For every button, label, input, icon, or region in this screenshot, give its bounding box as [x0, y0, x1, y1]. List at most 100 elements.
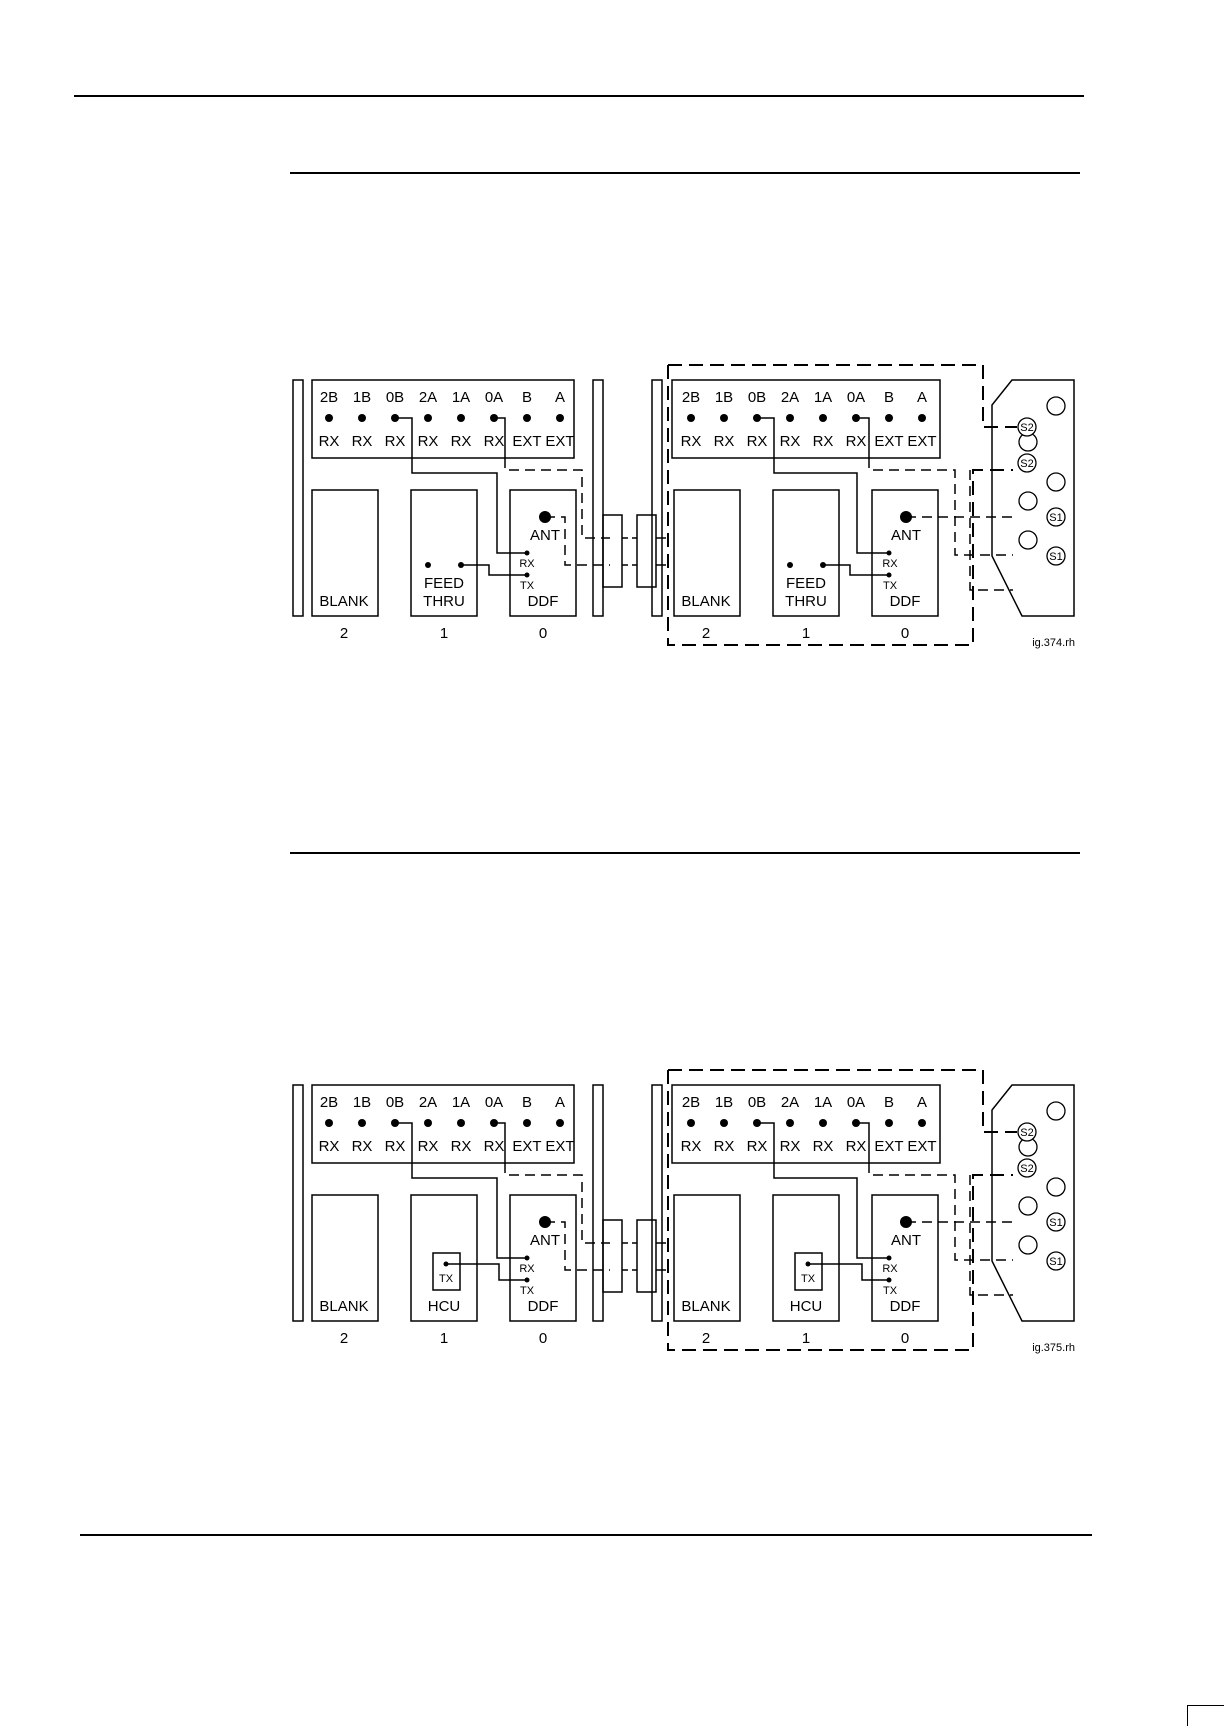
svg-text:RX: RX	[484, 433, 505, 450]
hcu-tx-box	[432, 1252, 461, 1291]
svg-text:1B: 1B	[353, 389, 371, 406]
svg-text:EXT: EXT	[907, 433, 936, 450]
svg-text:1A: 1A	[814, 1094, 832, 1111]
svg-text:S2: S2	[1020, 1163, 1033, 1175]
svg-text:0B: 0B	[748, 389, 766, 406]
svg-text:RX: RX	[813, 1138, 834, 1155]
slot-hcu	[772, 1194, 840, 1322]
port-1a: 1A RX	[451, 1094, 472, 1155]
svg-text:RX: RX	[846, 433, 867, 450]
svg-text:RX: RX	[519, 558, 535, 570]
rx-wire	[395, 1122, 527, 1259]
svg-text:S2: S2	[1020, 1127, 1033, 1139]
svg-text:1A: 1A	[452, 389, 470, 406]
port-dot	[918, 414, 926, 422]
svg-text:FEED: FEED	[424, 575, 464, 592]
svg-text:RX: RX	[484, 1138, 505, 1155]
dashed-enclosure	[668, 1069, 1017, 1133]
port-1a: 1A RX	[813, 1094, 834, 1155]
svg-text:2B: 2B	[320, 1094, 338, 1111]
svg-text:A: A	[917, 389, 927, 406]
figure-reference: ig.374.rh	[1032, 637, 1075, 649]
tx-wire	[461, 564, 527, 576]
svg-text:EXT: EXT	[545, 1138, 574, 1155]
interconnect-block	[636, 1219, 657, 1293]
port-dot	[819, 414, 827, 422]
svg-text:S1: S1	[1049, 512, 1062, 524]
svg-text:TX: TX	[520, 1285, 535, 1297]
connector-s1: S1	[1046, 1251, 1066, 1271]
svg-text:0A: 0A	[847, 1094, 865, 1111]
svg-text:RX: RX	[385, 433, 406, 450]
slot-blank	[311, 1194, 379, 1322]
slot-blank	[311, 489, 379, 617]
port-dot	[687, 414, 695, 422]
svg-text:DDF: DDF	[528, 593, 559, 610]
svg-text:B: B	[522, 389, 532, 406]
svg-text:DDF: DDF	[528, 1298, 559, 1315]
port-dot	[523, 414, 531, 422]
slot-hcu	[410, 1194, 478, 1322]
svg-text:FEED: FEED	[786, 575, 826, 592]
div-wire	[494, 417, 506, 458]
connector-s2: S2	[1017, 1158, 1037, 1178]
slot-number: 0	[901, 625, 909, 642]
svg-text:S1: S1	[1049, 551, 1062, 563]
svg-text:2A: 2A	[781, 1094, 799, 1111]
slot-number: 2	[702, 625, 710, 642]
connector-s2: S2	[1017, 417, 1037, 437]
svg-text:2A: 2A	[781, 389, 799, 406]
cabinet-frame-left	[292, 379, 304, 617]
svg-text:1B: 1B	[715, 1094, 733, 1111]
external-connector-panel: S2 S2 S1 S1	[991, 379, 1075, 617]
rx-wire	[395, 417, 527, 554]
svg-text:RX: RX	[714, 1138, 735, 1155]
svg-text:THRU: THRU	[423, 593, 465, 610]
svg-text:0B: 0B	[386, 389, 404, 406]
interconnect-block	[602, 1219, 623, 1293]
svg-text:EXT: EXT	[907, 1138, 936, 1155]
rx-wire	[757, 1122, 889, 1259]
interconnect-block	[602, 514, 623, 588]
cabinet-frame-right	[592, 1084, 604, 1322]
port-dot	[786, 1119, 794, 1127]
svg-text:ANT: ANT	[530, 527, 560, 544]
svg-text:RX: RX	[451, 1138, 472, 1155]
ant-cable	[545, 516, 610, 566]
cabinet-frame-left	[292, 1084, 304, 1322]
svg-text:B: B	[884, 1094, 894, 1111]
svg-text:RX: RX	[385, 1138, 406, 1155]
svg-text:S2: S2	[1020, 422, 1033, 434]
svg-text:TX: TX	[801, 1273, 816, 1285]
port-dot	[325, 414, 333, 422]
port-dot	[358, 414, 366, 422]
svg-text:S1: S1	[1049, 1256, 1062, 1268]
div-wire	[856, 1122, 870, 1163]
svg-text:S2: S2	[1020, 458, 1033, 470]
svg-text:1A: 1A	[452, 1094, 470, 1111]
port-panel	[671, 379, 941, 459]
port-dot	[424, 1119, 432, 1127]
svg-text:ANT: ANT	[530, 1232, 560, 1249]
svg-text:0A: 0A	[485, 1094, 503, 1111]
slot-blank	[673, 1194, 741, 1322]
slot-number: 1	[802, 625, 810, 642]
svg-text:1B: 1B	[353, 1094, 371, 1111]
svg-text:TX: TX	[883, 580, 898, 592]
cabinet-frame-left	[651, 379, 663, 617]
hcu-tx-box	[794, 1252, 823, 1291]
page-corner-box	[1187, 1705, 1224, 1726]
